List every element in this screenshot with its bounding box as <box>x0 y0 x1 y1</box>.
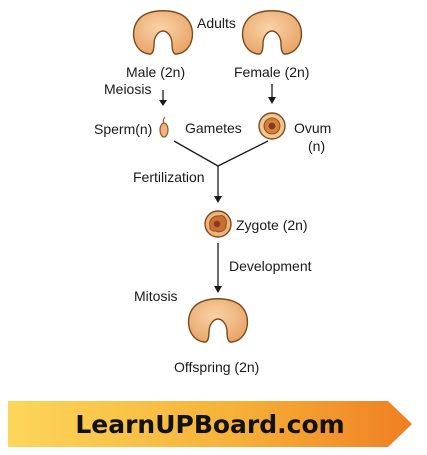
female-organism-icon <box>241 10 303 55</box>
development-label: Development <box>229 258 312 274</box>
gametes-label: Gametes <box>185 120 242 136</box>
offspring-label: Offspring (2n) <box>174 359 259 375</box>
male-label: Male (2n) <box>126 64 185 80</box>
adults-label: Adults <box>197 15 236 31</box>
zygote-label: Zygote (2n) <box>236 217 308 233</box>
offspring-organism-icon <box>187 298 249 343</box>
site-banner: LearnUPBoard.com <box>8 401 412 447</box>
male-organism-icon <box>132 10 194 55</box>
zygote-icon <box>204 210 232 238</box>
meiosis-label: Meiosis <box>104 81 151 97</box>
sperm-icon <box>159 116 169 138</box>
development-arrow <box>214 243 222 293</box>
ovum-label: Ovum <box>294 120 331 136</box>
sperm-label: Sperm(n) <box>94 121 152 137</box>
ovum-icon <box>258 112 286 140</box>
ovum-haploid-label: (n) <box>308 138 325 154</box>
fertilization-label: Fertilization <box>133 169 205 185</box>
female-label: Female (2n) <box>234 64 309 80</box>
meiosis-arrow-male <box>159 90 167 106</box>
fertilization-arrow <box>173 140 269 203</box>
mitosis-label: Mitosis <box>134 288 178 304</box>
meiosis-arrow-female <box>268 84 276 104</box>
banner-text: LearnUPBoard.com <box>75 410 344 439</box>
